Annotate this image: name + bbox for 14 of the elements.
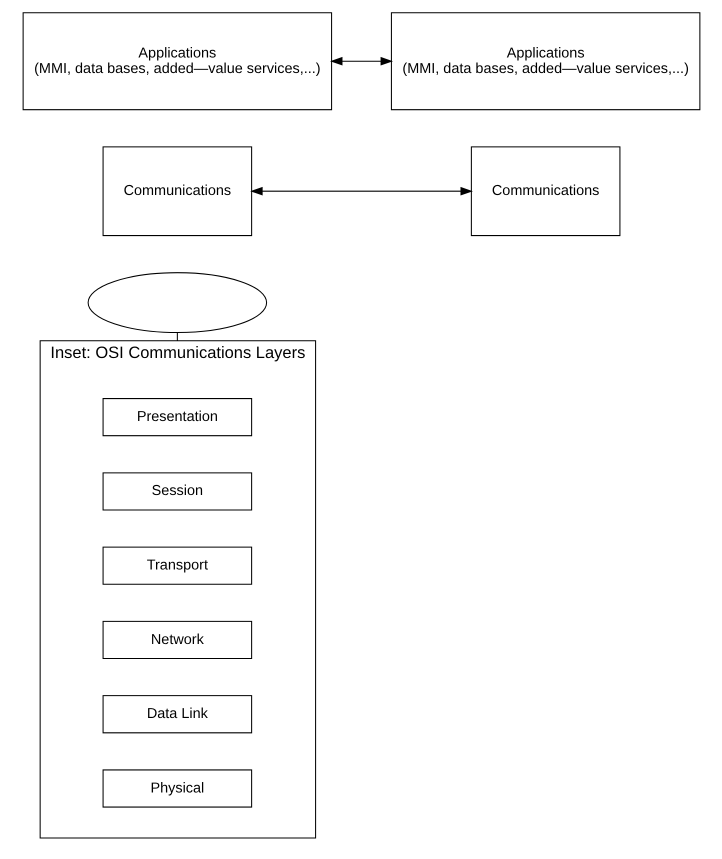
node-box: Applications (MMI, data bases, added—value services,...): [22, 12, 332, 110]
connector: [176, 332, 178, 341]
node-box: Communications: [470, 146, 620, 236]
node-box: Applications (MMI, data bases, added—value services,...): [390, 12, 700, 110]
node-box: Physical: [102, 769, 252, 808]
node-box: Presentation: [102, 398, 252, 436]
node-box: Data Link: [102, 695, 252, 734]
arrow: [250, 186, 472, 196]
node-box: Session: [102, 472, 252, 510]
node-box: Network: [102, 620, 252, 660]
node-box: Transport: [102, 546, 252, 585]
node-box: Communications: [102, 146, 252, 236]
arrow: [330, 56, 392, 66]
node-ellipse: [87, 272, 267, 334]
